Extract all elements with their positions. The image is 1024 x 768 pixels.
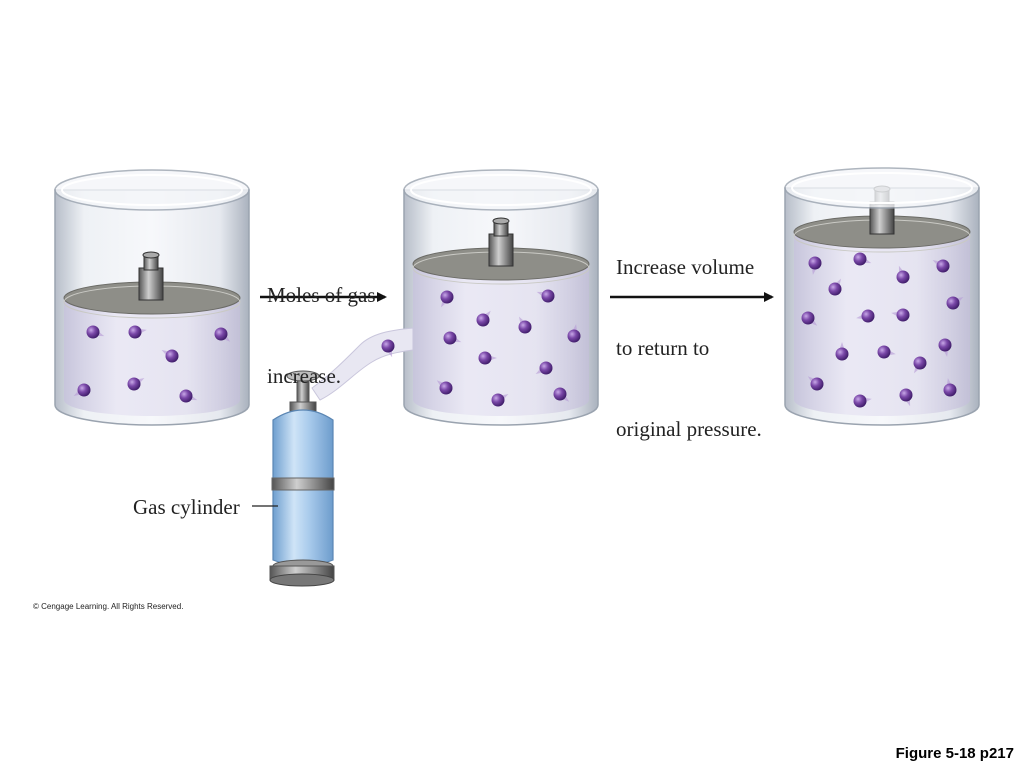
gas-molecule — [853, 394, 872, 408]
gas-molecule — [536, 289, 555, 303]
gas-molecule — [801, 311, 818, 326]
gas-molecule — [807, 376, 824, 391]
gas-molecule — [491, 393, 509, 407]
container-1 — [54, 169, 250, 426]
gas-molecule — [161, 349, 179, 363]
gas-molecule — [913, 356, 927, 374]
gas-molecule — [828, 278, 842, 296]
increase-label-line-2: to return to — [616, 336, 710, 360]
copyright-notice: © Cengage Learning. All Rights Reserved. — [33, 602, 184, 611]
gas-molecule — [128, 325, 147, 339]
gas-molecule — [436, 380, 453, 395]
gas-molecule — [179, 389, 198, 403]
gas-molecule — [938, 338, 952, 357]
gas-region-2 — [413, 264, 589, 416]
gas-region-1 — [64, 298, 240, 416]
gas-molecule — [443, 331, 462, 345]
gas-molecule — [476, 310, 491, 327]
increase-label-line-3: original pressure. — [616, 417, 762, 441]
gas-molecule — [86, 325, 105, 339]
gas-molecule — [73, 383, 91, 397]
gas-molecule — [440, 290, 454, 308]
gas-molecule — [943, 378, 957, 397]
container-3 — [784, 167, 980, 426]
gas-molecule — [932, 259, 950, 273]
gas-region-3 — [794, 232, 970, 416]
increase-label-line-1: Increase volume — [616, 255, 755, 279]
increase-volume-label: Increase volume to return to original pr… — [616, 200, 762, 470]
gas-molecule — [518, 316, 532, 334]
weight-1 — [138, 251, 164, 301]
moles-label-line-1: Moles of gas — [267, 283, 376, 307]
container-2 — [403, 169, 599, 426]
gas-molecule — [896, 265, 910, 284]
moles-label-line-2: increase. — [267, 364, 342, 388]
gas-molecule — [856, 309, 875, 323]
gas-molecule — [835, 342, 849, 361]
gas-cylinder — [269, 370, 335, 587]
molecules-layer — [73, 252, 964, 408]
gas-molecule — [553, 387, 570, 402]
figure-number: Figure 5-18 p217 — [895, 745, 1014, 762]
gas-molecule — [214, 327, 231, 342]
moles-increase-label: Moles of gas increase. — [267, 228, 376, 417]
gas-molecule — [478, 351, 497, 365]
weight-2 — [488, 217, 514, 267]
gas-molecule — [381, 339, 395, 358]
gas-molecule — [567, 324, 581, 343]
gas-molecule — [891, 308, 910, 322]
gas-molecule — [946, 296, 964, 310]
gas-cylinder-label: Gas cylinder — [133, 495, 240, 519]
gas-molecule — [877, 345, 896, 359]
gas-molecule — [853, 252, 872, 266]
gas-molecule — [808, 256, 822, 275]
gas-molecule — [127, 377, 145, 391]
gas-molecule — [899, 388, 913, 407]
gas-molecule — [535, 361, 553, 375]
